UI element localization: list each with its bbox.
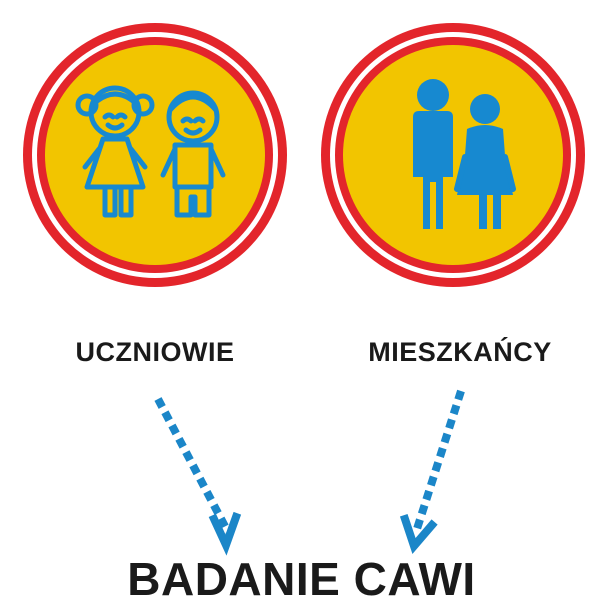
children-icon (75, 85, 226, 218)
right-arrow (399, 389, 465, 554)
students-badge-circle (23, 23, 287, 287)
left-arrow (154, 397, 242, 556)
students-label: UCZNIOWIE (75, 337, 235, 367)
students-badge (17, 17, 293, 293)
residents-badge (315, 17, 591, 293)
adults-couple-icon (413, 79, 516, 229)
residents-badge-circle (321, 23, 585, 287)
cawi-survey-title: BADANIE CAWI (127, 553, 476, 605)
residents-label: MIESZKAŃCY (368, 337, 552, 367)
